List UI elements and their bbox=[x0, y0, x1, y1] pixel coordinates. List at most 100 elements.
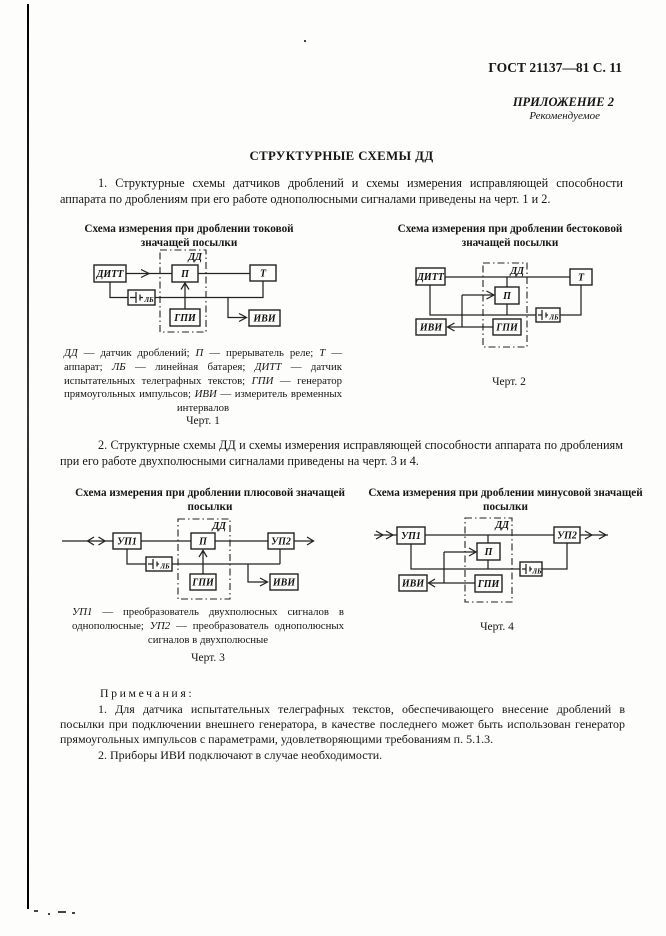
figure3-diagram: ДД УП1 П УП2 ЛБ ГПИ ИВИ bbox=[62, 518, 315, 600]
arrow-right-icon bbox=[584, 530, 594, 540]
arrow-right-icon bbox=[598, 530, 608, 540]
lb-box: ЛБ bbox=[535, 307, 561, 323]
ivi-box-label: ИВИ bbox=[252, 314, 276, 325]
legend-definition: — датчик испытательных телеграфных текст… bbox=[64, 360, 343, 387]
arrow-left-icon bbox=[427, 578, 436, 588]
arrow-right-icon bbox=[468, 547, 478, 557]
up2-box-label: УП2 bbox=[271, 537, 291, 548]
t-box: Т bbox=[569, 268, 593, 286]
arrow-right-icon bbox=[486, 290, 496, 300]
paragraph-1: 1. Структурные схемы датчиков дроблений … bbox=[60, 176, 623, 206]
scan-speck bbox=[304, 40, 306, 42]
ditt-box: ДИТТ bbox=[93, 264, 127, 283]
gpi-box: ГПИ bbox=[169, 308, 201, 327]
dd-dashed-frame bbox=[177, 518, 231, 600]
up1-box: УП1 bbox=[396, 526, 426, 545]
legend-definition: — линейная батарея; bbox=[125, 360, 255, 373]
figure2-diagram: ДД ДИТТ П Т ЛБ ГПИ ИВИ bbox=[415, 262, 593, 348]
dd-frame-label: ДД bbox=[509, 266, 525, 277]
dd-dashed-frame bbox=[159, 249, 207, 333]
lb-box: ЛБ bbox=[519, 561, 543, 577]
dd-frame-label: ДД bbox=[494, 520, 510, 531]
scan-speck bbox=[58, 911, 66, 913]
t-box-label: Т bbox=[578, 273, 585, 284]
figure4-caption: Черт. 4 bbox=[480, 621, 514, 633]
legend-definition: — измеритель временных интервалов bbox=[176, 388, 342, 415]
dd-frame-label: ДД bbox=[211, 521, 227, 532]
annex-label: ПРИЛОЖЕНИЕ 2 bbox=[512, 95, 614, 109]
p-box: П bbox=[171, 264, 199, 283]
lb-box-label: ЛБ bbox=[143, 296, 154, 304]
gpi-box-label: ГПИ bbox=[495, 323, 519, 334]
up2-box: УП2 bbox=[267, 532, 295, 550]
arrow-up-icon bbox=[180, 281, 190, 290]
dd-dashed-frame bbox=[464, 517, 513, 603]
ivi-box-label: ИВИ bbox=[419, 323, 443, 334]
p-box-label: П bbox=[180, 269, 190, 280]
legend-term: Т bbox=[319, 347, 326, 359]
legend-term: ГПИ bbox=[251, 374, 274, 387]
legend-term: УП1 bbox=[72, 606, 93, 618]
up1-box-label: УП1 bbox=[117, 537, 137, 548]
figure3-wires bbox=[62, 536, 315, 587]
ditt-box-label: ДИТТ bbox=[96, 269, 125, 280]
arrow-right-icon bbox=[238, 312, 248, 323]
arrow-right-icon bbox=[98, 536, 107, 546]
gpi-box-label: ГПИ bbox=[477, 579, 501, 590]
ivi-box: ИВИ bbox=[248, 309, 281, 327]
p-box-label: П bbox=[198, 537, 208, 548]
p-box: П bbox=[476, 542, 501, 561]
arrow-right-icon bbox=[140, 268, 151, 279]
legend-definition: — аппарат; bbox=[64, 347, 342, 373]
scan-artifact-line bbox=[27, 4, 29, 909]
ditt-box: ДИТТ bbox=[415, 267, 446, 286]
note-item-2: 2. Приборы ИВИ подключают в случае необх… bbox=[98, 747, 383, 762]
ivi-box-label: ИВИ bbox=[401, 579, 425, 590]
arrow-right-icon bbox=[306, 536, 315, 546]
lb-box-label: ЛБ bbox=[531, 568, 542, 576]
arrow-left-icon bbox=[86, 536, 95, 546]
up1-box-label: УП1 bbox=[401, 531, 421, 542]
lb-box-label: ЛБ bbox=[548, 314, 559, 322]
ivi-box: ИВИ bbox=[269, 573, 299, 591]
figure4-title: Схема измерения при дроблении минусовой … bbox=[368, 487, 643, 513]
figure3-title: Схема измерения при дроблении плюсовой з… bbox=[75, 487, 345, 513]
note-item-1: 1. Для датчика испытательных телеграфных… bbox=[60, 702, 625, 747]
figure2-title: Схема измерения при дроблении бестоковой… bbox=[397, 223, 623, 249]
figure1-title: Схема измерения при дроблении токовой зн… bbox=[84, 223, 294, 249]
legend-term: УП2 bbox=[149, 619, 171, 632]
ivi-box: ИВИ bbox=[415, 318, 447, 336]
arrow-up-icon bbox=[198, 549, 208, 558]
legend-definition: — прерыватель реле; bbox=[203, 347, 320, 359]
legend-definition: — датчик дроблений; bbox=[77, 347, 196, 359]
p-box: П bbox=[190, 532, 216, 550]
lb-box: ЛБ bbox=[127, 289, 156, 306]
legend-term: ИВИ bbox=[194, 388, 217, 401]
paragraph-2: 2. Структурные схемы ДД и схемы измерени… bbox=[60, 438, 623, 468]
figure1-diagram: ДД ДИТТ П Т ЛБ ГПИ ИВИ bbox=[93, 249, 281, 333]
arrow-left-icon bbox=[446, 322, 455, 332]
arrow-right-icon bbox=[259, 577, 269, 587]
annex-sublabel: Рекомендуемое bbox=[529, 110, 600, 122]
legend-term: П bbox=[195, 347, 204, 359]
legend-term: ЛБ bbox=[111, 360, 126, 373]
figure1-caption: Черт. 1 bbox=[186, 415, 220, 427]
p-box: П bbox=[494, 286, 520, 305]
legend-definition: — преобразователь однополюсных сигналов … bbox=[147, 619, 344, 646]
dd-frame-label: ДД bbox=[187, 252, 203, 263]
lb-box: ЛБ bbox=[145, 556, 173, 572]
scan-speck bbox=[48, 913, 50, 915]
ivi-box-label: ИВИ bbox=[272, 578, 296, 589]
up2-box: УП2 bbox=[553, 526, 581, 544]
figure3-caption: Черт. 3 bbox=[191, 652, 225, 664]
gpi-box-label: ГПИ bbox=[191, 578, 215, 589]
ivi-box: ИВИ bbox=[398, 574, 428, 592]
document-title: СТРУКТУРНЫЕ СХЕМЫ ДД bbox=[249, 149, 434, 163]
gpi-box: ГПИ bbox=[492, 318, 522, 336]
gpi-box: ГПИ bbox=[189, 573, 217, 591]
figure3-legend: УП1 — преобразователь двухполюсных сигна… bbox=[72, 606, 344, 647]
p-box-label: П bbox=[502, 291, 512, 302]
lb-box-label: ЛБ bbox=[159, 563, 170, 571]
gpi-box-label: ГПИ bbox=[173, 313, 197, 324]
